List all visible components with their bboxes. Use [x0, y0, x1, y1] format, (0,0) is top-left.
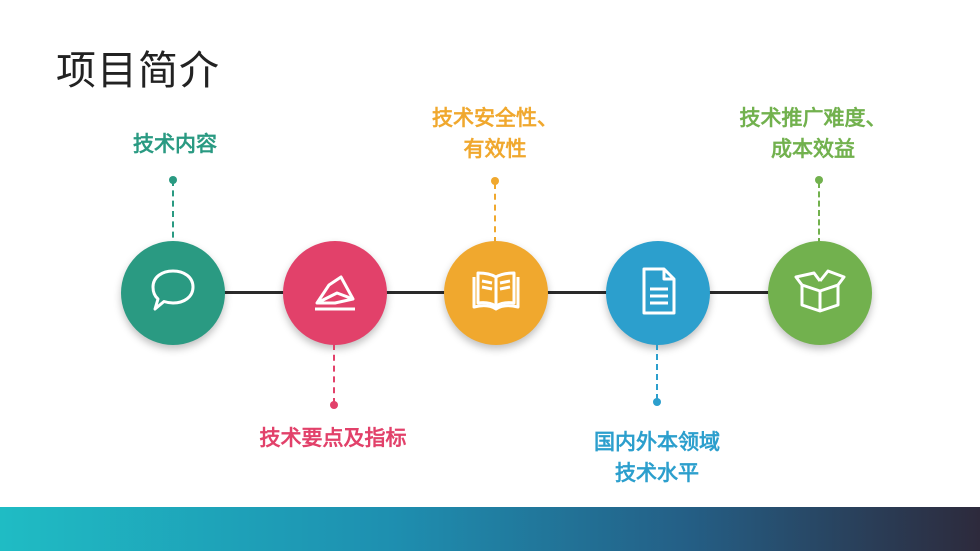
connector-3 [494, 183, 496, 243]
timeline-node-4 [606, 241, 710, 345]
item-label-5-line-1: 技术推广难度、 [739, 106, 887, 130]
envelope-letter-icon [307, 263, 363, 323]
speech-bubble-icon [145, 263, 201, 323]
page-title: 项目简介 [56, 48, 220, 94]
connector-dot-1 [169, 176, 177, 184]
item-label-4: 国内外本领域 技术水平 [567, 427, 747, 489]
item-label-2: 技术要点及指标 [233, 423, 433, 454]
connector-dot-3 [491, 177, 499, 185]
connector-1 [172, 180, 174, 248]
connector-2 [333, 344, 335, 404]
item-label-1-line-1: 技术内容 [133, 132, 217, 156]
document-icon [630, 263, 686, 323]
timeline-node-5 [768, 241, 872, 345]
item-label-5: 技术推广难度、 成本效益 [723, 103, 903, 165]
timeline-node-3 [444, 241, 548, 345]
item-label-3-line-1: 技术安全性、 [432, 106, 558, 130]
connector-dot-5 [815, 176, 823, 184]
item-label-3-line-2: 有效性 [463, 137, 527, 161]
connector-dot-4 [653, 398, 661, 406]
timeline-node-1 [121, 241, 225, 345]
item-label-4-line-2: 技术水平 [615, 461, 699, 485]
open-book-icon [468, 263, 524, 323]
connector-4 [656, 344, 658, 400]
bottom-gradient-band [0, 507, 980, 551]
connector-dot-2 [330, 401, 338, 409]
open-box-icon [792, 263, 848, 323]
item-label-5-line-2: 成本效益 [771, 137, 855, 161]
connector-5 [818, 182, 820, 244]
item-label-2-line-1: 技术要点及指标 [259, 426, 407, 450]
item-label-1: 技术内容 [100, 129, 250, 160]
timeline-node-2 [283, 241, 387, 345]
item-label-4-line-1: 国内外本领域 [594, 430, 720, 454]
item-label-3: 技术安全性、 有效性 [410, 103, 580, 165]
